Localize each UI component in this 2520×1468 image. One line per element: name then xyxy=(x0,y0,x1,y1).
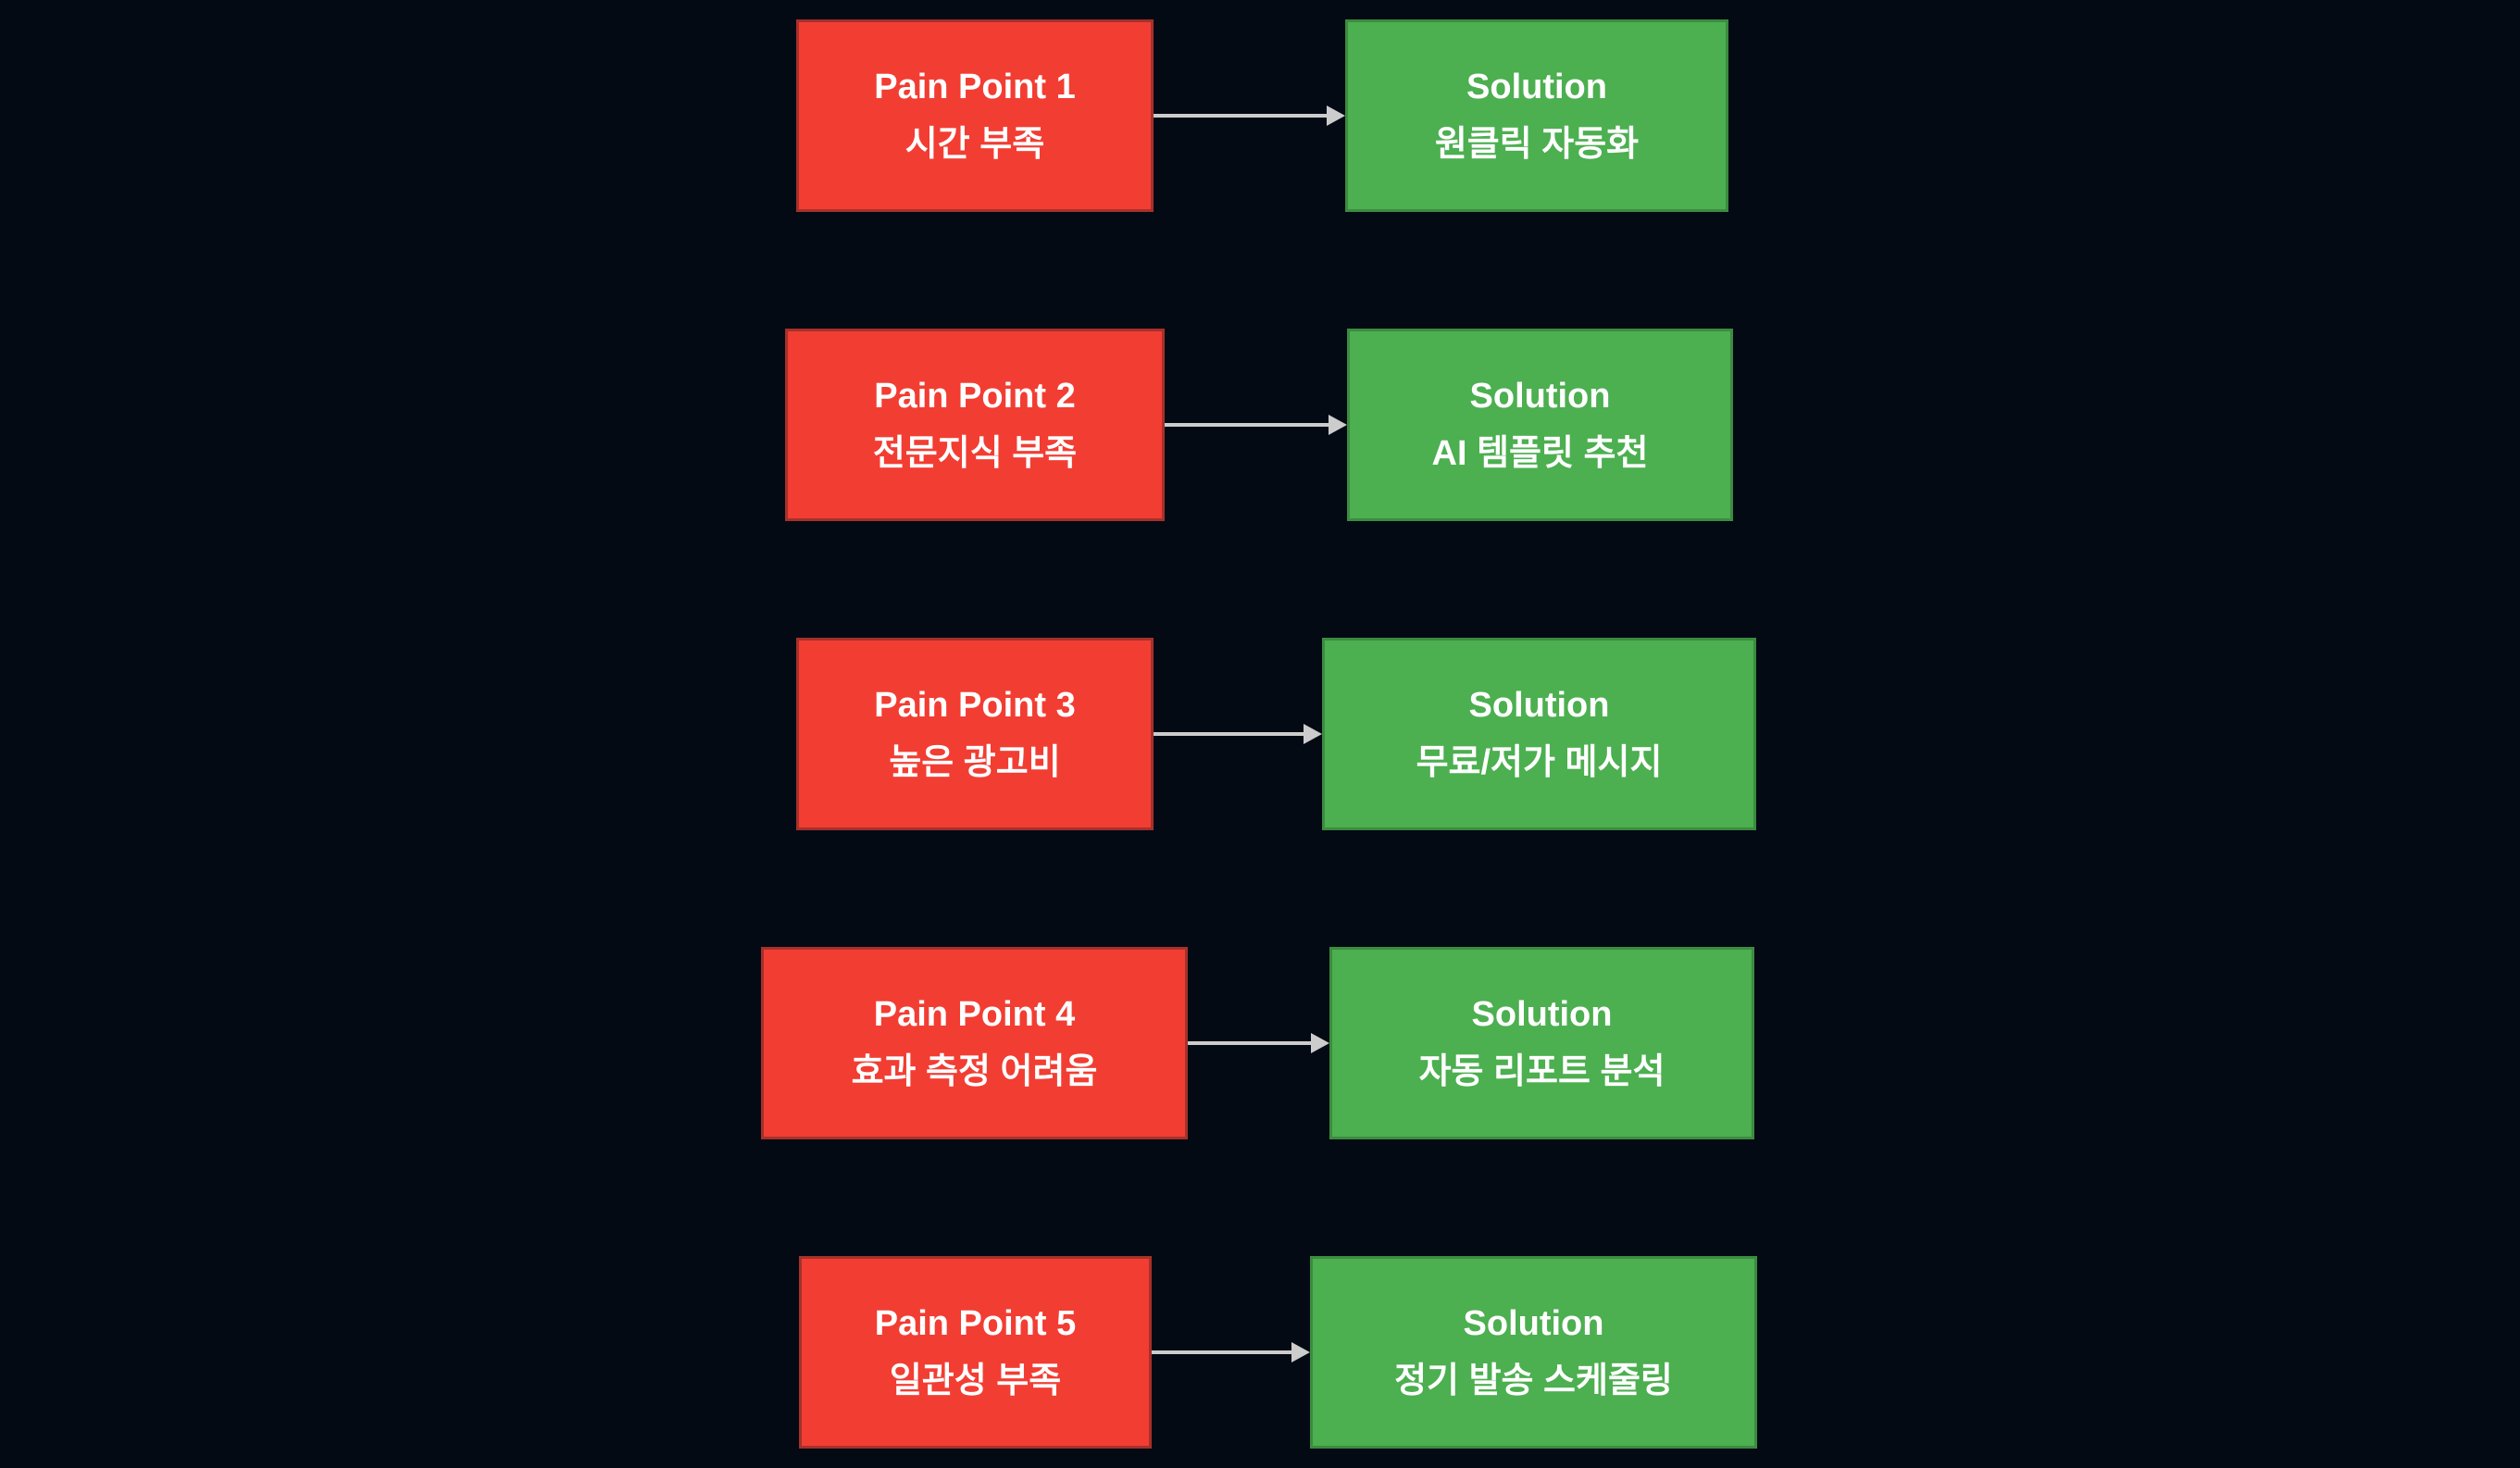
solution-box-1: Solution 원클릭 자동화 xyxy=(1345,19,1728,212)
solution-title: Solution xyxy=(1468,686,1610,725)
pain-point-box-1: Pain Point 1 시간 부족 xyxy=(796,19,1154,212)
arrow-shaft xyxy=(1188,1041,1313,1045)
mapping-row-1: Pain Point 1 시간 부족 Solution 원클릭 자동화 xyxy=(0,19,2520,212)
mapping-row-4: Pain Point 4 효과 측정 어려움 Solution 자동 리포트 분… xyxy=(0,947,2520,1139)
pain-point-box-2: Pain Point 2 전문지식 부족 xyxy=(785,329,1165,521)
pain-point-detail: 높은 광고비 xyxy=(889,743,1061,782)
arrow-shaft xyxy=(1154,114,1329,118)
pain-point-detail: 시간 부족 xyxy=(904,125,1045,164)
arrow-head-icon xyxy=(1329,415,1347,435)
arrow-shaft xyxy=(1154,732,1305,736)
arrow-icon xyxy=(1165,415,1347,435)
arrow-icon xyxy=(1188,1033,1329,1053)
solution-box-5: Solution 정기 발송 스케줄링 xyxy=(1310,1256,1757,1449)
solution-box-3: Solution 무료/저가 메시지 xyxy=(1322,638,1756,830)
pain-point-detail: 효과 측정 어려움 xyxy=(851,1052,1098,1091)
solution-detail: 자동 리포트 분석 xyxy=(1418,1052,1665,1091)
pain-point-title: Pain Point 4 xyxy=(873,995,1076,1034)
pain-point-title: Pain Point 5 xyxy=(874,1304,1077,1343)
solution-detail: AI 템플릿 추천 xyxy=(1431,434,1649,473)
arrow-shaft xyxy=(1152,1350,1293,1354)
solution-box-4: Solution 자동 리포트 분석 xyxy=(1329,947,1754,1139)
pain-point-title: Pain Point 3 xyxy=(874,686,1076,725)
mapping-row-2: Pain Point 2 전문지식 부족 Solution AI 템플릿 추천 xyxy=(0,329,2520,521)
arrow-icon xyxy=(1152,1342,1310,1362)
mapping-row-3: Pain Point 3 높은 광고비 Solution 무료/저가 메시지 xyxy=(0,638,2520,830)
arrow-head-icon xyxy=(1311,1033,1329,1053)
arrow-shaft xyxy=(1165,423,1330,427)
solution-title: Solution xyxy=(1466,68,1607,106)
pain-point-title: Pain Point 2 xyxy=(874,377,1076,416)
solution-box-2: Solution AI 템플릿 추천 xyxy=(1347,329,1733,521)
solution-detail: 원클릭 자동화 xyxy=(1434,125,1640,164)
arrow-icon xyxy=(1154,106,1345,126)
mapping-row-5: Pain Point 5 일관성 부족 Solution 정기 발송 스케줄링 xyxy=(0,1256,2520,1449)
arrow-head-icon xyxy=(1291,1342,1310,1362)
arrow-head-icon xyxy=(1327,106,1345,126)
pain-point-detail: 전문지식 부족 xyxy=(872,434,1078,473)
solution-detail: 정기 발송 스케줄링 xyxy=(1394,1362,1673,1400)
pain-point-box-4: Pain Point 4 효과 측정 어려움 xyxy=(761,947,1188,1139)
solution-title: Solution xyxy=(1469,377,1611,416)
pain-point-detail: 일관성 부족 xyxy=(889,1362,1062,1400)
arrow-icon xyxy=(1154,724,1322,744)
pain-point-box-5: Pain Point 5 일관성 부족 xyxy=(799,1256,1152,1449)
arrow-head-icon xyxy=(1304,724,1322,744)
solution-title: Solution xyxy=(1471,995,1613,1034)
solution-title: Solution xyxy=(1463,1304,1604,1343)
pain-point-title: Pain Point 1 xyxy=(874,68,1076,106)
solution-detail: 무료/저가 메시지 xyxy=(1416,743,1663,782)
pain-point-box-3: Pain Point 3 높은 광고비 xyxy=(796,638,1154,830)
